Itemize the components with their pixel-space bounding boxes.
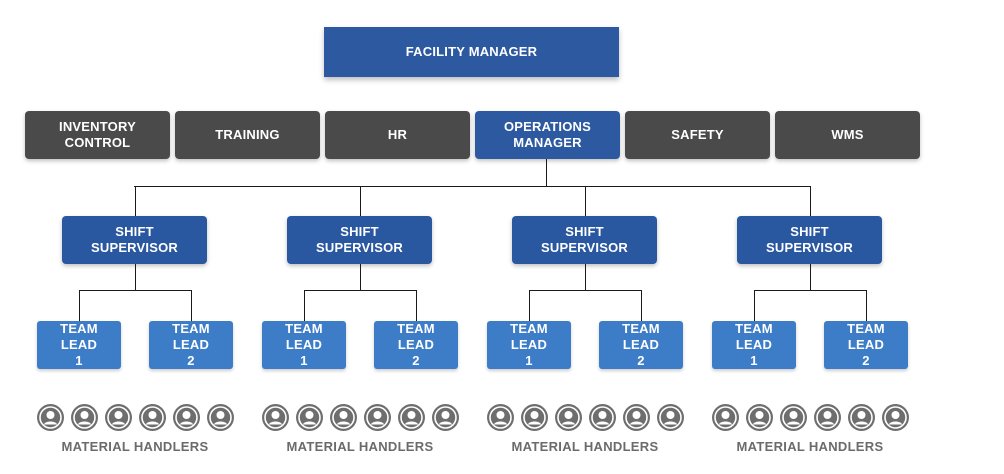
person-circle-icon — [521, 404, 548, 431]
team-lead-1-box-2: TEAM LEAD 1 — [262, 321, 346, 369]
person-circle-icon — [814, 404, 841, 431]
department-box-3: HR — [325, 111, 470, 159]
person-circle-icon — [780, 404, 807, 431]
person-circle-icon — [623, 404, 650, 431]
department-box-5: SAFETY — [625, 111, 770, 159]
team-lead-1-box-2-label: TEAM LEAD 1 — [285, 321, 323, 368]
team-lead-1-box-3-label: TEAM LEAD 1 — [510, 321, 548, 368]
person-circle-icon — [848, 404, 875, 431]
lead-bus-line-2 — [304, 290, 417, 291]
supervisor-drop-line-3 — [585, 186, 586, 216]
ops-down-line — [546, 159, 547, 186]
person-circle-icon — [398, 404, 425, 431]
supervisor-to-leads-line-1 — [135, 264, 136, 291]
lead-bus-line-3 — [529, 290, 642, 291]
material-handlers-label-4: MATERIAL HANDLERS — [736, 439, 884, 454]
department-box-2: TRAINING — [175, 111, 320, 159]
facility-manager-box: FACILITY MANAGER — [324, 27, 619, 77]
team-lead-2-box-2: TEAM LEAD 2 — [374, 321, 458, 369]
person-circle-icon — [712, 404, 739, 431]
supervisor-to-leads-line-4 — [810, 264, 811, 291]
person-circle-icon — [330, 404, 357, 431]
team-lead-1-box-3: TEAM LEAD 1 — [487, 321, 571, 369]
lead2-drop-line-3 — [641, 290, 642, 321]
person-circle-icon — [105, 404, 132, 431]
department-box-2-label: TRAINING — [215, 127, 280, 142]
lead2-drop-line-2 — [416, 290, 417, 321]
team-lead-1-box-1: TEAM LEAD 1 — [37, 321, 121, 369]
team-lead-2-box-3: TEAM LEAD 2 — [599, 321, 683, 369]
material-handlers-label-2: MATERIAL HANDLERS — [286, 439, 434, 454]
lead1-drop-line-3 — [529, 290, 530, 321]
department-box-4: OPERATIONS MANAGER — [475, 111, 620, 159]
team-lead-2-box-4-label: TEAM LEAD 2 — [847, 321, 885, 368]
supervisor-to-leads-line-3 — [585, 264, 586, 291]
person-circle-icon — [487, 404, 514, 431]
team-lead-2-box-2-label: TEAM LEAD 2 — [397, 321, 435, 368]
team-lead-2-box-4: TEAM LEAD 2 — [824, 321, 908, 369]
lead-bus-line-4 — [754, 290, 867, 291]
shift-supervisor-box-2-label: SHIFT SUPERVISOR — [315, 224, 403, 255]
department-box-1-label: INVENTORY CONTROL — [59, 119, 136, 150]
shift-supervisor-box-1: SHIFT SUPERVISOR — [62, 216, 207, 264]
lead2-drop-line-4 — [866, 290, 867, 321]
lead-bus-line-1 — [79, 290, 192, 291]
material-handlers-label-3: MATERIAL HANDLERS — [511, 439, 659, 454]
department-box-3-label: HR — [387, 127, 408, 142]
team-lead-2-box-3-label: TEAM LEAD 2 — [622, 321, 660, 368]
supervisor-bus-line — [134, 186, 810, 187]
shift-supervisor-box-4: SHIFT SUPERVISOR — [737, 216, 882, 264]
person-circle-icon — [262, 404, 289, 431]
person-circle-icon — [432, 404, 459, 431]
department-box-5-label: SAFETY — [671, 127, 724, 142]
facility-manager-label: FACILITY MANAGER — [405, 44, 538, 59]
person-circle-icon — [589, 404, 616, 431]
department-box-6: WMS — [775, 111, 920, 159]
lead2-drop-line-1 — [191, 290, 192, 321]
person-circle-icon — [555, 404, 582, 431]
person-circle-icon — [746, 404, 773, 431]
supervisor-drop-line-2 — [360, 186, 361, 216]
person-circle-icon — [882, 404, 909, 431]
person-circle-icon — [37, 404, 64, 431]
shift-supervisor-box-3: SHIFT SUPERVISOR — [512, 216, 657, 264]
department-box-1: INVENTORY CONTROL — [25, 111, 170, 159]
person-circle-icon — [71, 404, 98, 431]
lead1-drop-line-2 — [304, 290, 305, 321]
team-lead-1-box-1-label: TEAM LEAD 1 — [60, 321, 98, 368]
shift-supervisor-box-2: SHIFT SUPERVISOR — [287, 216, 432, 264]
person-circle-icon — [173, 404, 200, 431]
lead1-drop-line-4 — [754, 290, 755, 321]
person-circle-icon — [657, 404, 684, 431]
person-circle-icon — [296, 404, 323, 431]
supervisor-to-leads-line-2 — [360, 264, 361, 291]
material-handlers-label-1: MATERIAL HANDLERS — [61, 439, 209, 454]
shift-supervisor-box-4-label: SHIFT SUPERVISOR — [765, 224, 853, 255]
person-circle-icon — [139, 404, 166, 431]
team-lead-2-box-1: TEAM LEAD 2 — [149, 321, 233, 369]
person-circle-icon — [364, 404, 391, 431]
department-box-6-label: WMS — [831, 127, 864, 142]
team-lead-2-box-1-label: TEAM LEAD 2 — [172, 321, 210, 368]
supervisor-drop-line-1 — [135, 186, 136, 216]
person-circle-icon — [207, 404, 234, 431]
shift-supervisor-box-1-label: SHIFT SUPERVISOR — [90, 224, 178, 255]
team-lead-1-box-4-label: TEAM LEAD 1 — [735, 321, 773, 368]
team-lead-1-box-4: TEAM LEAD 1 — [712, 321, 796, 369]
lead1-drop-line-1 — [79, 290, 80, 321]
department-box-4-label: OPERATIONS MANAGER — [504, 119, 591, 150]
supervisor-drop-line-4 — [810, 186, 811, 216]
shift-supervisor-box-3-label: SHIFT SUPERVISOR — [540, 224, 628, 255]
